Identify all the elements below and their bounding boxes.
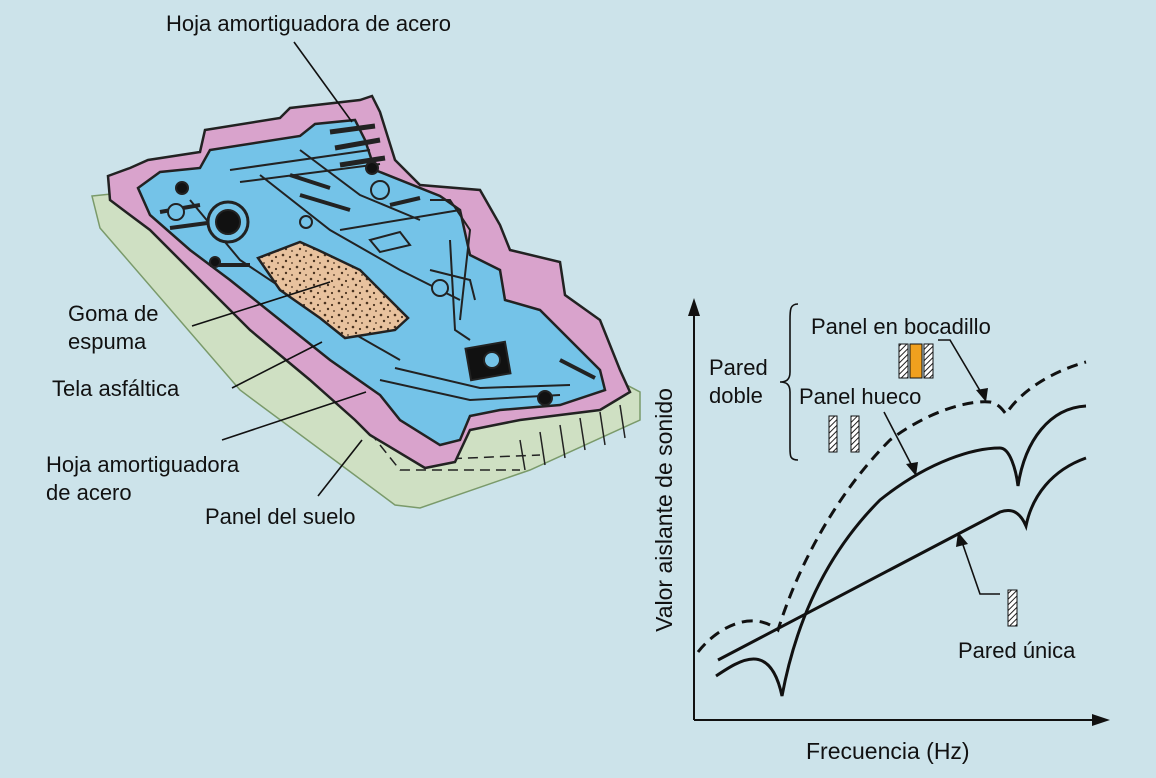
series-line-sandwich-panel	[696, 360, 1087, 653]
label-double-wall-line2: doble	[709, 383, 763, 409]
label-double-wall-line1: Pared	[709, 355, 768, 380]
series-line-hollow-panel	[715, 404, 1087, 697]
chart-leader-arrowheads	[906, 388, 988, 547]
damper-holes	[167, 161, 553, 406]
floor-assembly-illustration	[91, 94, 641, 509]
chart-leader-lines	[883, 339, 1000, 595]
sandwich-core	[909, 343, 923, 379]
label-sandwich-panel: Panel en bocadillo	[811, 314, 991, 339]
label-top-steel-damper: Hoja amortiguadora de acero	[166, 11, 451, 36]
label-lower-steel-damper: Hoja amortiguadora de acero	[46, 451, 239, 507]
label-single-wall: Pared única	[958, 638, 1076, 663]
label-asphalt-sheet: Tela asfáltica	[52, 376, 180, 401]
sandwich-panel-icon	[898, 343, 934, 379]
label-foam-rubber: Goma de espuma	[68, 300, 159, 356]
insulation-chart	[688, 298, 1110, 726]
x-axis-label: Frecuencia (Hz)	[806, 738, 970, 764]
illustration-leader-lines	[191, 41, 367, 497]
single-wall-icon	[1007, 589, 1018, 627]
double-wall-brace	[779, 303, 799, 461]
label-foam-rubber-line1: Goma de	[68, 301, 159, 326]
series-line-single-wall	[717, 456, 1087, 662]
label-lower-steel-damper-line2: de acero	[46, 480, 132, 506]
foam-rubber-piece	[256, 240, 410, 340]
x-axis-arrow	[1092, 714, 1110, 726]
label-lower-steel-damper-line1: Hoja amortiguadora	[46, 452, 240, 477]
label-hollow-panel: Panel hueco	[799, 384, 922, 409]
y-axis-label: Valor aislante de sonido	[651, 388, 677, 632]
y-axis-arrow	[688, 298, 700, 316]
label-floor-panel: Panel del suelo	[205, 504, 356, 529]
label-double-wall: Pared doble	[709, 354, 768, 410]
label-foam-rubber-line2: espuma	[68, 329, 147, 355]
hollow-panel-icon	[828, 415, 860, 453]
